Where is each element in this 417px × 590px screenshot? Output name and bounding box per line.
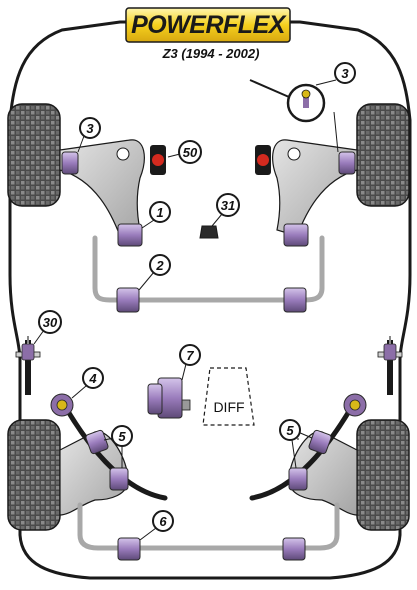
bush-5-rear-right-b [288,467,308,491]
rear-left-link [63,405,168,501]
tyre-rear-left [7,419,61,531]
detail-bush-eye [301,89,311,99]
leader-31 [211,213,223,227]
svg-text:31: 31 [221,198,235,213]
svg-text:5: 5 [118,429,126,444]
diff-mount-7 [147,377,191,419]
leader-3-top-right [315,79,337,86]
leader-30 [33,329,45,345]
svg-text:2: 2 [155,258,164,273]
bump-stop-50-right [255,145,271,175]
leader-3-left [77,135,85,153]
bush-5-rear-left-a [85,429,109,455]
leader-3-right [333,111,339,153]
callout-5-right: 5 [279,419,301,441]
svg-text:7: 7 [186,348,194,363]
svg-text:1: 1 [156,205,163,220]
leader-2 [138,271,155,291]
car-body-outline [8,20,412,580]
bush-5-rear-left-b [109,467,129,491]
front-left-arm-hole [116,147,130,161]
bush-5-rear-right-a [308,429,332,455]
model-subtitle: Z3 (1994 - 2002) [162,46,260,61]
svg-text:POWERFLEX: POWERFLEX [131,11,287,39]
tyre-front-left [7,103,61,207]
bush-6-rear-left [117,537,141,561]
mount-31 [199,225,219,239]
bush-1-front-right [283,223,309,247]
callout-30: 30 [38,310,62,334]
bush-3-front-right [338,151,356,175]
callout-3-top-right: 3 [334,62,356,84]
svg-text:50: 50 [183,145,198,160]
callout-31: 31 [216,193,240,217]
leader-1 [141,219,155,229]
bush-4-rear-right [343,393,367,417]
shock-top-30-right [377,336,403,395]
svg-text:30: 30 [43,315,58,330]
front-anti-roll-bar [92,235,325,303]
front-left-control-arm [59,139,145,237]
svg-text:5: 5 [286,423,294,438]
tyre-front-right [356,103,410,207]
bush-4-rear-left [50,393,74,417]
shock-top-30-left [15,336,41,395]
rear-right-link [249,405,354,501]
bush-1-front-left [117,223,143,247]
rear-right-trailing-arm [288,431,358,516]
svg-text:3: 3 [86,121,94,136]
svg-text:4: 4 [88,371,97,386]
front-right-arm-hole [287,147,301,161]
rear-anti-roll-bar [77,502,340,551]
callout-7: 7 [179,344,201,366]
tyre-rear-right [356,419,410,531]
bush-6-rear-right [282,537,306,561]
leader-50 [167,153,181,158]
bush-3-front-left [61,151,79,175]
bush-2-front-right [283,287,307,313]
diff-label: DIFF [213,399,244,415]
callout-5-left: 5 [111,425,133,447]
bush-2-front-left [116,287,140,313]
leader-7 [181,363,187,381]
svg-text:6: 6 [159,514,167,529]
svg-text:3: 3 [341,66,349,81]
diff-outline [202,367,255,426]
detail-pointer-line [249,79,290,98]
bump-stop-50-left [150,145,166,175]
detail-bush-icon [303,92,309,108]
callout-3-left: 3 [79,117,101,139]
brand-logo: POWERFLEX [125,7,291,43]
callout-50: 50 [178,140,202,164]
callout-4: 4 [82,367,104,389]
callout-6: 6 [152,510,174,532]
front-right-control-arm [272,139,358,237]
callout-1: 1 [149,201,171,223]
leader-4 [71,385,87,399]
callout-2: 2 [149,254,171,276]
leader-6 [139,527,157,541]
leader-5-right-b [291,439,297,469]
